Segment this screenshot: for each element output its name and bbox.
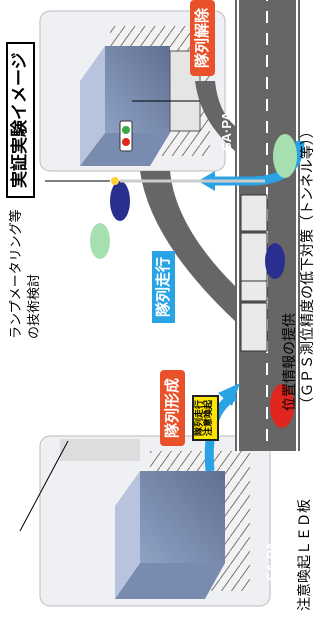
platoon-driving-badge: 隊列走行 xyxy=(152,250,175,323)
blue-car-ramp xyxy=(110,181,130,221)
led-leader-line xyxy=(19,440,69,532)
building-side xyxy=(115,563,225,599)
platoon-formation-badge: 隊列形成 xyxy=(160,369,185,446)
platoon-release-badge: 隊列解除 xyxy=(190,0,215,76)
led-board: 隊列走行 注意喚起 xyxy=(192,394,219,441)
red-car xyxy=(270,384,294,428)
building-roof xyxy=(80,46,105,166)
green-car-exit xyxy=(273,134,297,178)
ramp-road xyxy=(140,171,235,321)
green-car-ramp xyxy=(90,223,110,259)
diagram-title: 実証実験イメージ xyxy=(6,42,35,198)
building-front xyxy=(140,471,225,563)
traffic-light xyxy=(119,120,133,152)
blue-car-lane xyxy=(265,243,285,279)
building-roof xyxy=(115,471,140,599)
sa-pa-left-label: SA·PA xyxy=(264,541,279,581)
sa-pa-left-panel xyxy=(39,435,271,607)
building-front xyxy=(105,46,170,133)
truck-platoon xyxy=(240,194,268,352)
ramp-metering-label: ランプメータリング等 の技術検討 xyxy=(9,209,42,339)
exit-ramp xyxy=(195,81,235,151)
sa-pa-right-label: SA·PA xyxy=(219,111,234,151)
led-board-label: 注意喚起ＬＥＤ板 xyxy=(297,499,313,611)
position-info-label: 位置情報の提供 （ＧＰＳ測位精度の低下対策（トンネル等）） xyxy=(282,124,316,411)
trucks-parked xyxy=(60,439,140,461)
